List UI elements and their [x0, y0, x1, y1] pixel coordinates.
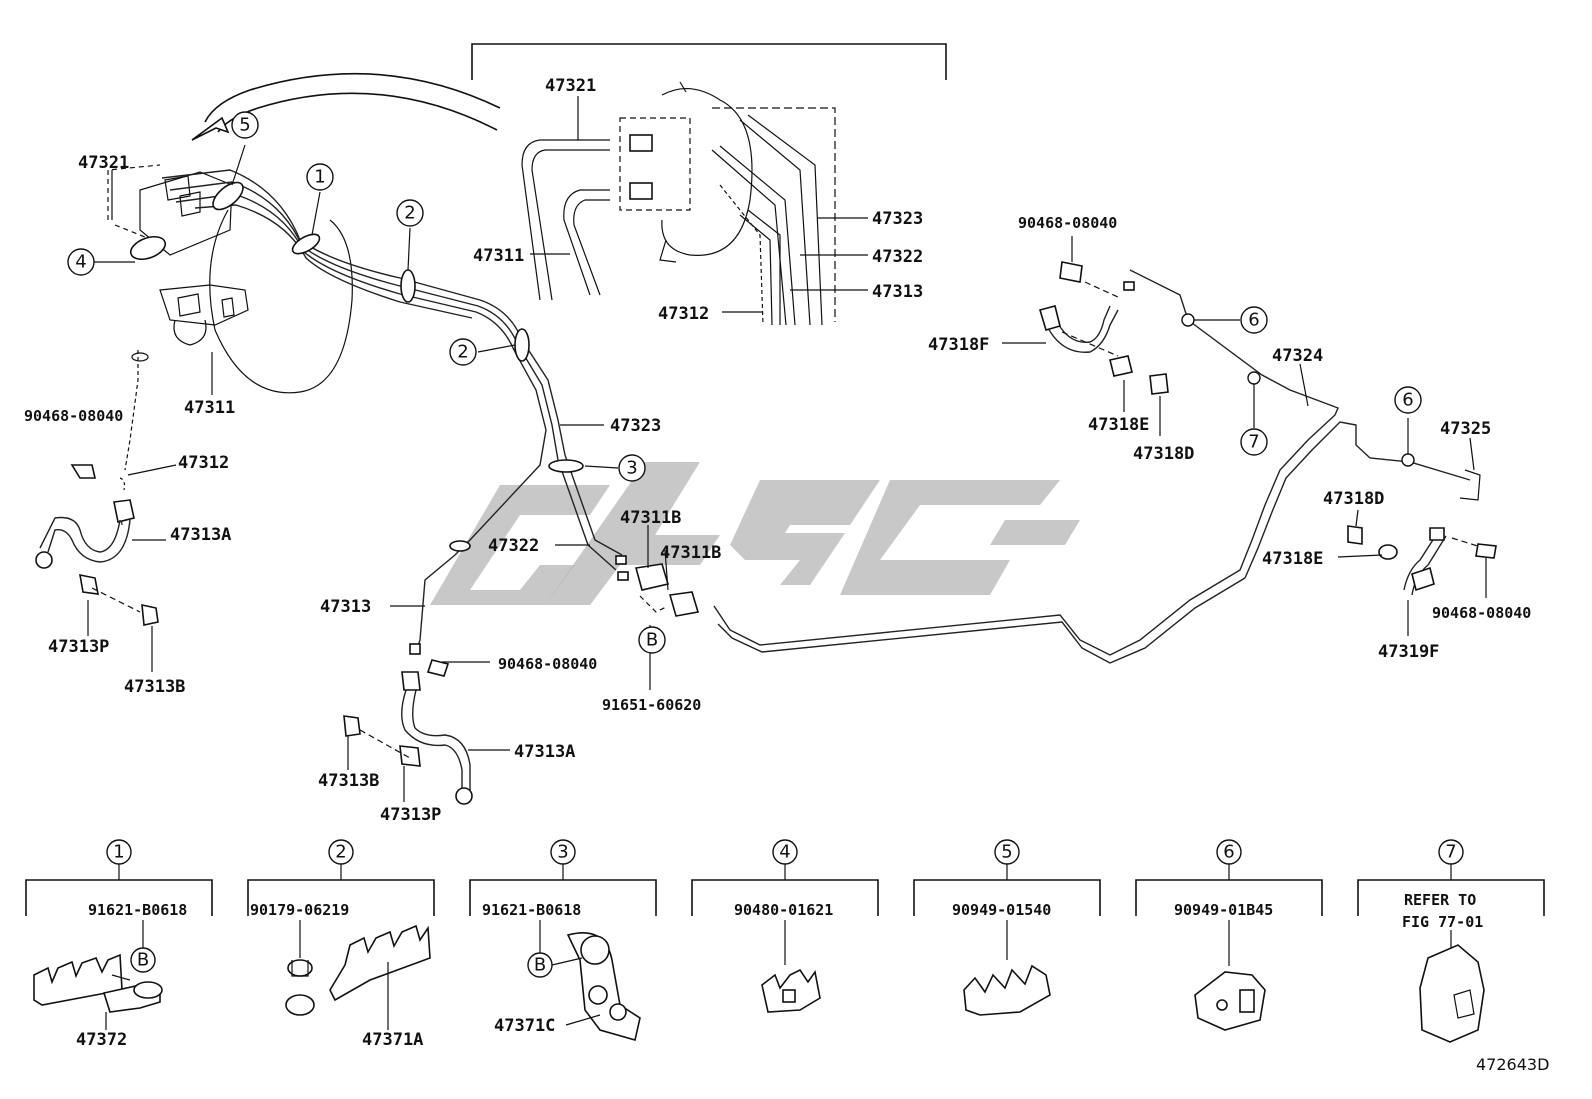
legend-code-3: 91621-B0618 [482, 901, 581, 919]
label-47312: 47312 [178, 453, 229, 473]
legend-num-5: 5 [1001, 842, 1012, 863]
label-47313p-left: 47313P [48, 637, 109, 657]
label-90468-left: 90468-08040 [24, 407, 123, 425]
label-47313-inset: 47313 [872, 282, 923, 302]
detail-inset [471, 43, 947, 326]
callouts: 5 1 2 4 2 3 B 6 7 6 [67, 111, 1422, 654]
callout-2-b: 2 [457, 342, 468, 363]
callout-b: B [646, 630, 658, 651]
center-fittings [409, 555, 700, 655]
callout-5: 5 [239, 115, 250, 136]
label-47311: 47311 [184, 398, 235, 418]
label-47311b-b: 47311B [660, 543, 721, 563]
label-47318d-a: 47318D [1133, 444, 1194, 464]
view-arrow [204, 72, 501, 123]
legend-b-1: B [137, 950, 149, 971]
clamp-47372-shape [33, 953, 123, 1006]
label-47312-inset: 47312 [658, 304, 709, 324]
label-47313a-left: 47313A [170, 525, 231, 545]
callout-6-b: 6 [1402, 390, 1413, 411]
label-47313b-mid: 47313B [318, 771, 379, 791]
legend-code-6: 90949-01B45 [1174, 901, 1273, 919]
label-47321: 47321 [78, 153, 129, 173]
legend-num-7: 7 [1445, 842, 1456, 863]
label-47313p-mid: 47313P [380, 805, 441, 825]
callout-7: 7 [1248, 432, 1259, 453]
legend-row: 1 2 3 4 5 6 7 91621-B0618 90179-06219 91… [25, 839, 1549, 1074]
clamp-47371a-shape [329, 924, 431, 1002]
legend-num-3: 3 [557, 842, 568, 863]
legend-num-6: 6 [1223, 842, 1234, 863]
legend-part-47371a: 47371A [362, 1030, 423, 1050]
legend-b-3: B [534, 955, 546, 976]
legend-num-1: 1 [113, 842, 124, 863]
callout-4: 4 [75, 252, 86, 273]
legend-num-2: 2 [335, 842, 346, 863]
label-47319f: 47319F [1378, 642, 1439, 662]
callout-6-a: 6 [1248, 310, 1259, 331]
legend-part-47371c: 47371C [494, 1016, 555, 1036]
legend-part-47372: 47372 [76, 1030, 127, 1050]
label-90468-mid: 90468-08040 [498, 655, 597, 673]
label-47318d-b: 47318D [1323, 489, 1384, 509]
left-brake-hose [35, 464, 159, 626]
rear-pipe [713, 269, 1481, 664]
legend-code-1: 91621-B0618 [88, 901, 187, 919]
label-47325: 47325 [1440, 419, 1491, 439]
legend-code-7-line1: REFER TO [1404, 891, 1476, 909]
clip-fig77-shape [1419, 944, 1485, 1043]
label-47311b-a: 47311B [620, 508, 681, 528]
callout-3: 3 [626, 458, 637, 479]
diagram-id: 472643D [1476, 1055, 1549, 1074]
label-47318e-a: 47318E [1088, 415, 1149, 435]
part-labels: 47321 47321 47311 47312 47323 47322 4731… [24, 76, 1531, 825]
leader-lines [87, 144, 1487, 802]
label-47321-inset: 47321 [545, 76, 596, 96]
legend-num-4: 4 [779, 842, 790, 863]
label-47322: 47322 [488, 536, 539, 556]
right-top-hose [1038, 261, 1169, 395]
clip-90949-01540-shape [963, 964, 1051, 1016]
callout-1: 1 [314, 167, 325, 188]
label-47318e-b: 47318E [1262, 549, 1323, 569]
legend-code-5: 90949-01540 [952, 901, 1051, 919]
label-47318f: 47318F [928, 335, 989, 355]
label-90468-rtop: 90468-08040 [1018, 214, 1117, 232]
callout-2-a: 2 [404, 203, 415, 224]
clip-90949-01b45-shape [1194, 971, 1266, 1031]
watermark-logo [430, 462, 1080, 605]
label-90468-right: 90468-08040 [1432, 604, 1531, 622]
legend-code-2: 90179-06219 [250, 901, 349, 919]
label-47311-inset: 47311 [473, 246, 524, 266]
label-47322-inset: 47322 [872, 247, 923, 267]
label-47313: 47313 [320, 597, 371, 617]
label-91651: 91651-60620 [602, 696, 701, 714]
label-47313a-mid: 47313A [514, 742, 575, 762]
label-47324: 47324 [1272, 346, 1323, 366]
legend-code-4: 90480-01621 [734, 901, 833, 919]
label-47323: 47323 [610, 416, 661, 436]
middle-brake-hose [343, 659, 473, 805]
right-rear-hose [1347, 525, 1497, 596]
legend-code-7-line2: FIG 77-01 [1402, 913, 1483, 931]
label-47323-inset: 47323 [872, 209, 923, 229]
arrow-head [191, 116, 230, 141]
master-cylinder-assembly [107, 164, 623, 655]
label-47313b-left: 47313B [124, 677, 185, 697]
